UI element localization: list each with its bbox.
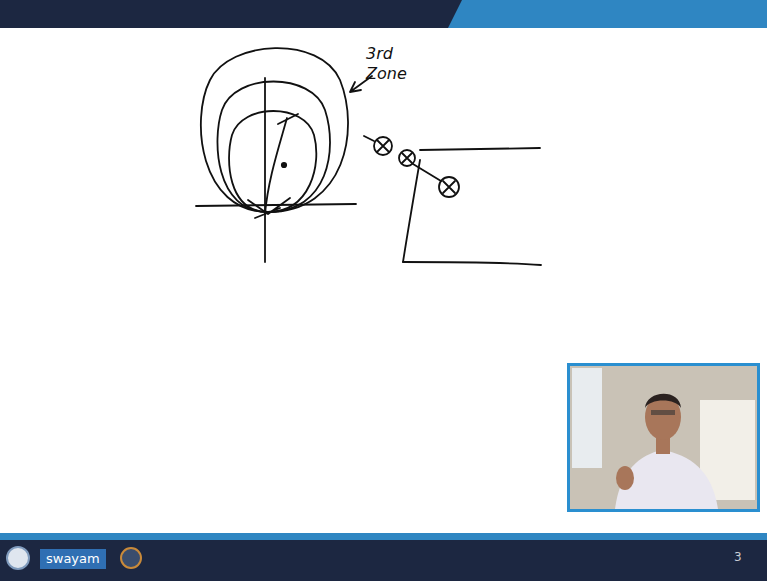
top-bar-accent: [448, 0, 767, 28]
presenter-hand: [616, 466, 634, 490]
video-frame: [567, 363, 760, 512]
tangent-marks: [248, 198, 290, 218]
bottom-bar: [0, 540, 767, 581]
middle-loop: [217, 82, 330, 213]
cross-mark: [402, 153, 412, 163]
presenter-shirt: [615, 450, 718, 509]
horizontal-axis: [196, 204, 356, 206]
top-bar: [0, 0, 767, 28]
video-background: [570, 366, 757, 509]
workpiece-top: [420, 148, 540, 150]
zone-note: 3rd Zone: [366, 44, 407, 84]
cross-mark: [377, 140, 389, 152]
logo-circle: [7, 547, 29, 569]
bottom-accent: [0, 533, 767, 540]
radius-curve: [265, 118, 287, 214]
cross-symbol: [374, 137, 392, 155]
vertical-axis: [264, 78, 266, 262]
workpiece-bottom: [403, 262, 541, 265]
inner-loop: [229, 111, 316, 212]
workpiece-side: [403, 160, 420, 262]
page-number: 3: [734, 550, 742, 565]
presenter-video: [567, 363, 760, 512]
lead-line: [364, 136, 374, 141]
window: [572, 368, 602, 468]
glasses: [651, 410, 675, 415]
logo-circle: [121, 548, 141, 568]
presenter-face: [645, 394, 681, 440]
logo-text: swayam: [40, 549, 106, 569]
presenter-hair: [645, 394, 681, 408]
cross-mark: [443, 181, 455, 193]
outer-loop: [201, 48, 348, 212]
tick: [278, 114, 298, 124]
point: [282, 163, 286, 167]
cross-symbol: [439, 177, 459, 197]
